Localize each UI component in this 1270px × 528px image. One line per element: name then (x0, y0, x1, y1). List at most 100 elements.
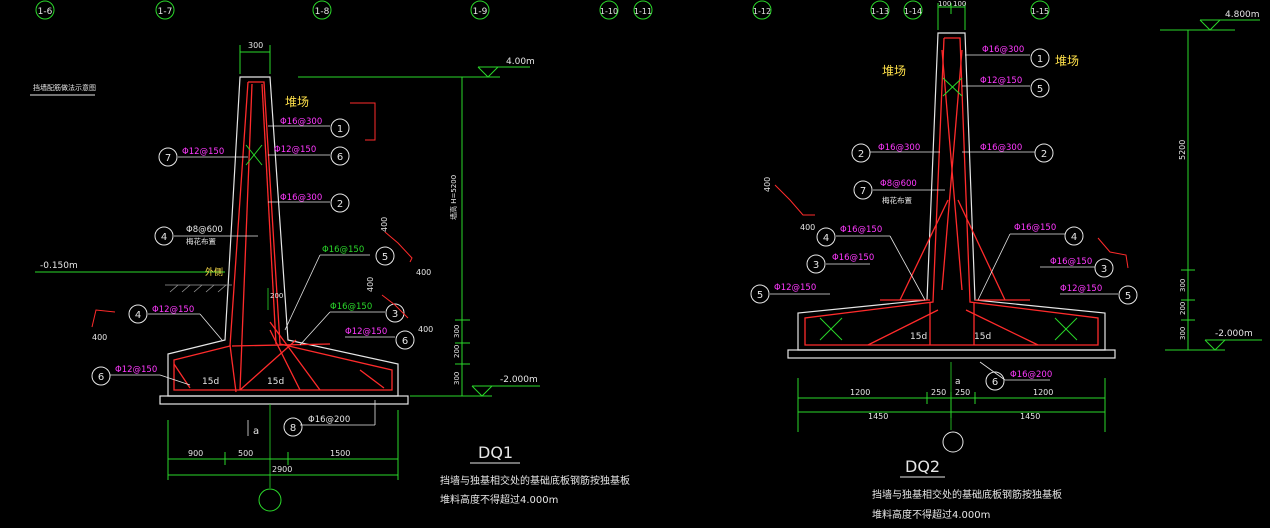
dq1-outside-label: 外侧 (205, 266, 223, 278)
bar-spec: Φ16@300 (280, 193, 322, 203)
bar-spec: Φ16@150 (1050, 257, 1092, 267)
axis-label: 1-12 (753, 7, 771, 16)
dq1-bar-3: Φ16@150 3 (330, 302, 405, 323)
axis-marker-1-11: 1-11 (633, 0, 653, 20)
bar-number: 7 (860, 186, 866, 197)
dq1-dim-900: 900 (188, 449, 203, 458)
axis-marker-1-12: 1-12 (752, 0, 772, 20)
dq1-height-label: 墙高 H=5200 (449, 175, 458, 220)
bar-spec: Φ16@150 (1014, 223, 1056, 233)
dq1-dim-400c: 400 (380, 217, 389, 232)
dq2-leaders (770, 54, 1118, 381)
axis-label: 1-13 (871, 7, 889, 16)
axis-label: 1-15 (1031, 7, 1049, 16)
dq2-bar-5-left: 5 Φ12@150 (750, 283, 816, 304)
grid-axis-markers: 1-6 1-7 1-8 1-9 1-10 1-11 1-12 1-13 1-14… (35, 0, 1050, 20)
dq1-bar-4: 4 Φ12@150 (128, 304, 194, 324)
plum-label: 梅花布置 (882, 195, 912, 205)
bar-spec: Φ12@150 (115, 365, 157, 375)
dq2-bar-5-top: Φ12@150 5 (980, 76, 1050, 98)
axis-marker-1-6: 1-6 (35, 0, 55, 20)
dq2-bar-1: Φ16@300 1 (982, 45, 1050, 68)
bar-spec: Φ16@150 (330, 302, 372, 312)
bar-number: 4 (161, 232, 167, 243)
bar-spec: Φ16@200 (308, 415, 350, 425)
dq1-red-bracket (350, 102, 376, 141)
bar-spec: Φ16@150 (840, 225, 882, 235)
plum-label: 梅花布置 (186, 236, 216, 246)
dq1-dim-bottom (167, 410, 399, 480)
dq1-concrete-outline (159, 76, 409, 405)
dq1-wall-width-label: 300 (248, 41, 263, 50)
bar-number: 1 (337, 124, 343, 135)
bar-spec: Φ16@300 (982, 45, 1024, 55)
dq2-title: DQ2 (905, 457, 940, 476)
bar-spec: Φ16@150 (832, 253, 874, 263)
dq1-bar-4-tie: 4 Φ8@600 梅花布置 (154, 225, 223, 246)
dq2-zone-label-right: 堆场 (1055, 54, 1079, 68)
bar-number: 2 (337, 199, 343, 210)
bar-number: 5 (1037, 84, 1043, 95)
bar-spec: Φ8@600 (880, 179, 917, 189)
dq2-dim-1200b: 1200 (1033, 388, 1053, 397)
bar-spec: Φ12@150 (980, 76, 1022, 86)
axis-label: 1-6 (38, 7, 53, 17)
dq2-dim-200: 200 (1179, 302, 1187, 315)
dq1-tie-marks (245, 144, 263, 166)
dq1-dim-total: 2900 (272, 465, 292, 474)
dq2-lap-a: 15d (910, 332, 927, 342)
bar-number: 6 (992, 377, 998, 388)
bar-number: 3 (1101, 264, 1107, 275)
dq2-dim-5200: 5200 (1178, 140, 1187, 160)
dq2-bar-4-left: 4 Φ16@150 (816, 225, 882, 247)
dq1-dim-200b: 200 (453, 345, 461, 358)
dq1-note-1: 挡墙与独基相交处的基础底板钢筋按独基板 (440, 474, 630, 487)
dq1-rebar (173, 81, 393, 393)
bar-number: 2 (858, 149, 864, 160)
dq2-bar-3-left: 3 Φ16@150 (806, 253, 874, 274)
dq2-red-400-markers (774, 184, 1129, 269)
axis-marker-1-15: 1-15 (1030, 0, 1050, 20)
dq2-dim-300b: 300 (1179, 327, 1187, 340)
dq2-lap-b: 15d (974, 332, 991, 342)
dq1-lap-a: 15d (202, 377, 219, 387)
dq1-lap-b: 15d (267, 377, 284, 387)
dq2-bar-7: 7 Φ8@600 梅花布置 (853, 179, 917, 205)
bar-number: 1 (1037, 54, 1043, 65)
dq2-concrete-outline (787, 32, 1116, 359)
dq1-zone-label: 堆场 (285, 95, 309, 109)
dq1-section: 挡墙配筋做法示意图 300 (30, 41, 630, 512)
axis-label: 1-11 (634, 7, 652, 16)
bar-number: 8 (290, 423, 296, 434)
dq1-dim-500: 500 (238, 449, 253, 458)
bar-number: 3 (813, 260, 819, 271)
dq1-bar-6-top: Φ12@150 6 (274, 145, 350, 166)
axis-marker-1-9: 1-9 (470, 0, 490, 20)
dq2-bar-3-right: Φ16@150 3 (1050, 257, 1114, 278)
dq1-elev-top-marker (298, 66, 530, 78)
dq2-dim-300a: 300 (1179, 279, 1187, 292)
dq1-dim-400e: 400 (366, 277, 375, 292)
dq1-bar-7: 7 Φ12@150 (158, 147, 224, 167)
dq1-dim-400d: 400 (418, 325, 433, 334)
dq1-dim-200: 200 (270, 292, 283, 300)
dq1-bar-8: 8 Φ16@200 (283, 415, 350, 437)
axis-label: 1-8 (315, 7, 330, 17)
bar-number: 2 (1041, 149, 1047, 160)
axis-marker-1-7: 1-7 (155, 0, 175, 20)
dq2-bar-2-right: Φ16@300 2 (980, 143, 1054, 163)
dq2-bar-6: 6 Φ16@200 (985, 370, 1052, 391)
bar-number: 4 (135, 310, 141, 321)
dq2-rebar (804, 37, 1099, 346)
bar-number: 7 (165, 153, 171, 164)
dq1-dim-300b: 300 (453, 372, 461, 385)
dq2-tie-marks (819, 77, 1078, 341)
axis-label: 1-14 (904, 7, 922, 16)
bar-spec: Φ16@300 (878, 143, 920, 153)
bar-number: 4 (823, 233, 829, 244)
bar-number: 5 (382, 252, 388, 263)
axis-marker-1-8: 1-8 (312, 0, 332, 20)
axis-label: 1-9 (473, 7, 488, 17)
dq2-dim-1450a: 1450 (868, 412, 888, 421)
